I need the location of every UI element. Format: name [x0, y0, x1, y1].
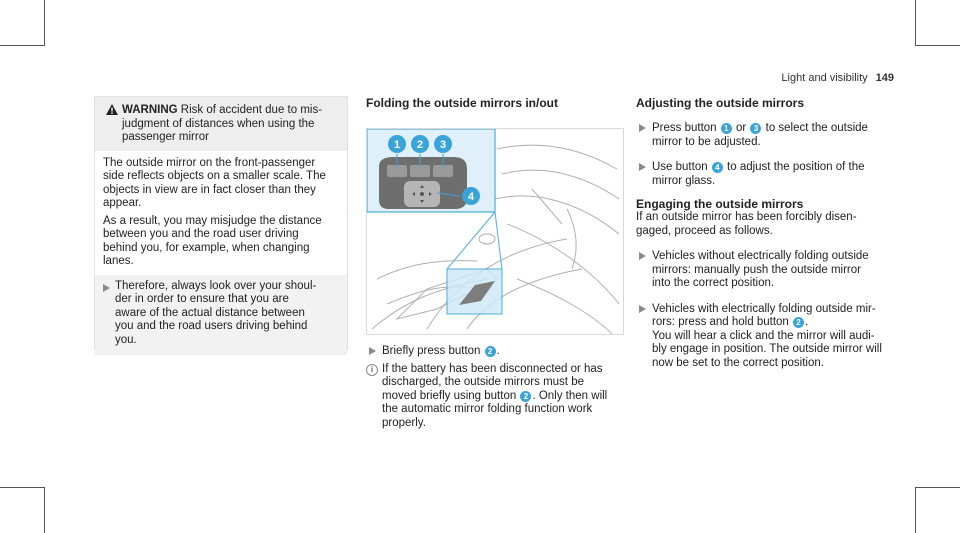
door-panel-drawing: 1 2 3 4	[367, 129, 620, 334]
button-2-badge: 2	[793, 317, 805, 328]
warning-icon	[106, 104, 118, 115]
action-arrow-icon	[103, 283, 110, 292]
engage-intro: If an outside mirror has been forcibly d…	[636, 211, 857, 237]
callout-3: 3	[440, 139, 446, 151]
crop-mark	[915, 487, 960, 488]
folding-steps: Briefly press button 2. i If the battery…	[366, 345, 622, 430]
warning-paragraph: As a result, you may misjudge the distan…	[103, 214, 322, 268]
running-header: Light and visibility 149	[781, 72, 894, 84]
step-item: Use button 4 to adjust the position of t…	[636, 161, 896, 188]
info-note: i If the battery has been disconnected o…	[366, 363, 622, 431]
section-title: Light and visibility	[781, 72, 868, 84]
section-heading: Folding the outside mirrors in/out	[366, 96, 558, 110]
adjusting-section: Adjusting the outside mirrors Press butt…	[636, 96, 896, 370]
mirror-control-illustration: 1 2 3 4	[366, 128, 624, 335]
crop-mark	[915, 0, 916, 46]
warning-body: The outside mirror on the front-passenge…	[95, 151, 347, 269]
button-4-badge: 4	[711, 162, 723, 173]
crop-mark	[915, 45, 960, 46]
step-item: Briefly press button 2.	[366, 345, 622, 359]
warning-header: WARNING Risk of accident due to mis- jud…	[95, 97, 347, 151]
callout-4: 4	[468, 191, 475, 203]
button-2-badge: 2	[484, 346, 496, 357]
step-item: Press button 1 or 3 to select the outsid…	[636, 122, 896, 149]
crop-mark	[44, 0, 45, 46]
action-arrow-icon	[639, 124, 646, 132]
step-item: Vehicles with electrically folding outsi…	[636, 303, 896, 371]
button-2-badge: 2	[520, 390, 532, 402]
warning-action: Therefore, always look over your shoul- …	[95, 274, 347, 355]
crop-mark	[915, 487, 916, 533]
button-3-badge: 3	[750, 123, 762, 134]
crop-mark	[44, 487, 45, 533]
crop-mark	[0, 487, 45, 488]
action-arrow-icon	[639, 304, 646, 313]
action-arrow-icon	[639, 252, 646, 260]
step-item: Vehicles without electrically folding ou…	[636, 250, 896, 291]
action-arrow-icon	[369, 347, 376, 355]
callout-2: 2	[417, 139, 423, 151]
action-arrow-icon	[639, 163, 646, 171]
warning-box: WARNING Risk of accident due to mis- jud…	[94, 96, 348, 355]
section-heading: Adjusting the outside mirrors	[636, 96, 805, 110]
callout-1: 1	[394, 139, 400, 151]
page-number: 149	[875, 72, 894, 84]
crop-mark	[0, 45, 45, 46]
folding-section: Folding the outside mirrors in/out	[366, 96, 622, 110]
button-1-badge: 1	[720, 123, 732, 134]
subsection-heading: Engaging the outside mirrors	[636, 197, 804, 211]
warning-label: WARNING	[122, 104, 178, 116]
warning-paragraph: The outside mirror on the front-passenge…	[103, 156, 326, 210]
info-icon: i	[366, 363, 378, 376]
